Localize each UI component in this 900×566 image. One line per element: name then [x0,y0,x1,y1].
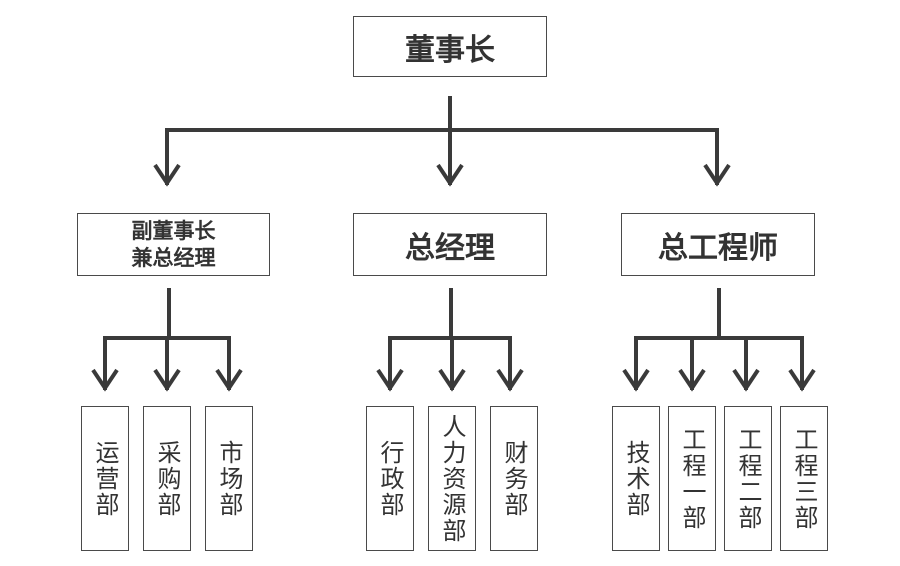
chairman-label: 董事长 [405,32,495,68]
arrowhead-icon [678,368,706,392]
dept-marketing: 市场部 [205,406,253,551]
arrowhead-icon [153,163,181,187]
vice-chairman-label-line1: 副董事长 [131,218,216,243]
arrowhead-icon [376,368,404,392]
dept-finance: 财务部 [490,406,538,551]
arrowhead-icon [622,368,650,392]
vice-chairman-box: 副董事长 兼总经理 [77,213,270,276]
chief-engineer-box: 总工程师 [621,213,815,276]
dept-finance-label: 财务部 [500,439,528,518]
dept-engineering-3: 工程三部 [780,406,828,551]
dept-engineering-1-label: 工程一部 [678,426,706,531]
chairman-box: 董事长 [353,16,547,77]
dept-administration-label: 行政部 [376,439,404,518]
arrowhead-icon [438,368,466,392]
dept-engineering-3-label: 工程三部 [790,426,818,531]
arrowhead-icon [496,368,524,392]
arrowhead-icon [153,368,181,392]
arrowhead-icon [91,368,119,392]
dept-engineering-2: 工程二部 [724,406,772,551]
arrowhead-icon [215,368,243,392]
vice-chairman-label-line2: 兼总经理 [131,245,216,270]
arrowhead-icon [436,163,464,187]
dept-purchasing: 采购部 [143,406,191,551]
dept-purchasing-label: 采购部 [153,439,181,518]
arrowhead-icon [703,163,731,187]
dept-operations: 运营部 [81,406,129,551]
dept-human-resources-label: 人力资源部 [438,413,466,544]
dept-operations-label: 运营部 [91,439,119,518]
dept-technology: 技术部 [612,406,660,551]
general-manager-box: 总经理 [353,213,547,276]
chief-engineer-label: 总工程师 [658,230,778,266]
dept-administration: 行政部 [366,406,414,551]
dept-human-resources: 人力资源部 [428,406,476,551]
arrowhead-icon [732,368,760,392]
general-manager-label: 总经理 [405,230,495,266]
dept-engineering-2-label: 工程二部 [734,426,762,531]
dept-marketing-label: 市场部 [215,439,243,518]
dept-technology-label: 技术部 [622,439,650,518]
arrowhead-icon [788,368,816,392]
dept-engineering-1: 工程一部 [668,406,716,551]
